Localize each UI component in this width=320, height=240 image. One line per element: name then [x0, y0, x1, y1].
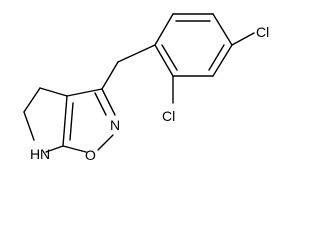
- nh-h-label: H: [30, 146, 40, 162]
- bond: [101, 88, 116, 116]
- bond: [97, 134, 114, 151]
- bond: [39, 87, 68, 97]
- bond-to-cl-top: [231, 32, 255, 46]
- bond: [212, 44, 233, 77]
- isoxazole-ring: [62, 88, 116, 153]
- n-ring-label: N: [110, 117, 120, 133]
- bond: [62, 145, 87, 153]
- bond: [62, 95, 68, 147]
- pyrroline-ring: [23, 87, 68, 153]
- double-bond: [208, 44, 225, 71]
- bond: [212, 13, 233, 46]
- cl-top-label: Cl: [256, 24, 269, 40]
- bond: [45, 145, 64, 153]
- nh-n-label: N: [40, 146, 50, 162]
- double-bond: [161, 44, 178, 71]
- bond: [66, 88, 103, 97]
- double-bond: [94, 92, 107, 116]
- bond: [23, 87, 41, 113]
- cl-bottom-label: Cl: [162, 108, 175, 124]
- bond: [23, 111, 35, 141]
- bond: [154, 44, 174, 77]
- benzene-ring: [154, 13, 233, 77]
- bond-ch2-isoxazole: [101, 61, 119, 90]
- double-bond: [69, 102, 74, 141]
- bond: [154, 13, 174, 46]
- o-ring-label: O: [85, 147, 96, 163]
- chemical-structure-diagram: Cl Cl N O H N: [23, 13, 269, 163]
- bond-ch2-ring: [117, 44, 156, 63]
